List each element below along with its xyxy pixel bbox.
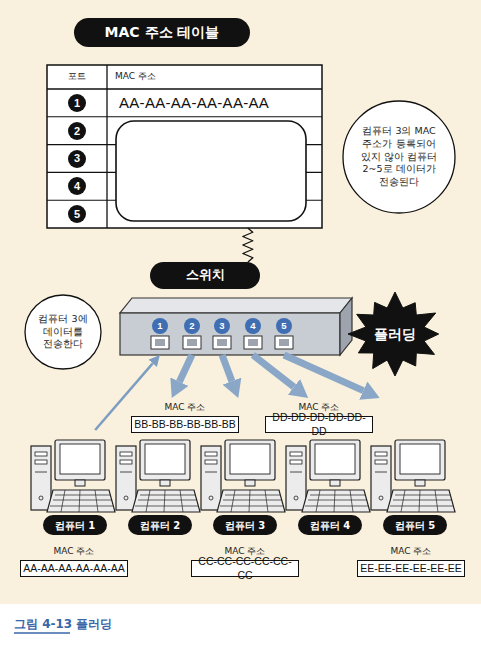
burst-label: 플러딩 bbox=[348, 292, 442, 376]
callout-bubble: 컴퓨터 3에 데이터를 전송한다 bbox=[24, 294, 102, 370]
computer-label: 컴퓨터 2 bbox=[128, 515, 192, 535]
mac-address: CC-CC-CC-CC-CC-CC bbox=[191, 560, 299, 577]
bubble-shape bbox=[25, 295, 101, 369]
mac-heading: MAC 주소 bbox=[357, 546, 465, 558]
connector bbox=[284, 355, 363, 391]
mac-address: DD-DD-DD-DD-DD-DD bbox=[265, 416, 373, 433]
switch-node: 12345 bbox=[120, 298, 352, 355]
computer-label: 컴퓨터 3 bbox=[213, 515, 277, 535]
computer-label: 컴퓨터 5 bbox=[383, 515, 447, 535]
port-number: 2 bbox=[68, 122, 86, 140]
port-number: 2 bbox=[184, 318, 200, 334]
switch-pill: 스위치 bbox=[150, 262, 260, 289]
callout-text: 컴퓨터 3의 MAC 주소가 등록되어 있지 않아 컴퓨터 2~5로 데이터가 … bbox=[359, 110, 439, 204]
port-number: 1 bbox=[152, 318, 168, 334]
computer-node: 컴퓨터 4 bbox=[288, 398, 372, 535]
switch-label: 스위치 bbox=[150, 262, 260, 289]
computer-illustration bbox=[116, 440, 200, 512]
computer-label: 컴퓨터 1 bbox=[43, 515, 107, 535]
mac-table-grid bbox=[47, 65, 322, 228]
mac-table: 포트 MAC 주소 1 2 3 4 5 AA-AA-AA-AA-AA-AA bbox=[47, 65, 322, 228]
table-header: 포트 bbox=[47, 65, 107, 89]
port-number: 3 bbox=[68, 150, 86, 168]
callout-text: 컴퓨터 3에 데이터를 전송한다 bbox=[34, 302, 92, 362]
computer-illustration bbox=[31, 440, 115, 512]
mac-heading: MAC 주소 bbox=[131, 402, 239, 414]
mac-heading: MAC 주소 bbox=[191, 546, 299, 558]
computer-illustration bbox=[286, 440, 370, 512]
port-number: 1 bbox=[68, 94, 86, 112]
mac-address-box: MAC 주소 DD-DD-DD-DD-DD-DD bbox=[265, 402, 373, 434]
computer-illustration bbox=[371, 440, 455, 512]
connector bbox=[243, 228, 253, 262]
mac-address-box: MAC 주소 CC-CC-CC-CC-CC-CC bbox=[191, 546, 299, 578]
mac-heading: MAC 주소 bbox=[20, 546, 128, 558]
port-number: 3 bbox=[214, 318, 230, 334]
table-cell: AA-AA-AA-AA-AA-AA bbox=[119, 89, 319, 117]
title-pill: MAC 주소 테이블 bbox=[74, 18, 250, 47]
computer-node: 컴퓨터 2 bbox=[118, 398, 202, 535]
connector bbox=[95, 363, 153, 430]
switch-body bbox=[120, 298, 352, 355]
table-header: MAC 주소 bbox=[115, 65, 235, 89]
port-number: 4 bbox=[68, 177, 86, 195]
computer-node: 컴퓨터 1 bbox=[33, 430, 117, 535]
connector bbox=[222, 355, 232, 381]
mac-heading: MAC 주소 bbox=[265, 402, 373, 414]
mac-address: EE-EE-EE-EE-EE-EE bbox=[357, 560, 465, 577]
callout-bubble: 컴퓨터 3의 MAC 주소가 등록되어 있지 않아 컴퓨터 2~5로 데이터가 … bbox=[342, 100, 456, 214]
background-panel bbox=[0, 0, 481, 604]
connector bbox=[253, 355, 294, 387]
caption-underline bbox=[14, 632, 70, 634]
mac-address-box: MAC 주소 AA-AA-AA-AA-AA-AA bbox=[20, 546, 128, 578]
mac-address-box: MAC 주소 BB-BB-BB-BB-BB-BB bbox=[131, 402, 239, 434]
computer-illustration bbox=[201, 440, 285, 512]
computer-node: 컴퓨터 5 bbox=[373, 398, 457, 535]
figure-caption: 그림 4-13 플러딩 bbox=[14, 616, 112, 633]
flooding-burst: 플러딩 bbox=[348, 292, 442, 376]
mac-address-box: MAC 주소 EE-EE-EE-EE-EE-EE bbox=[357, 546, 465, 578]
port-number: 5 bbox=[276, 318, 292, 334]
computer-node: 컴퓨터 3 bbox=[203, 398, 287, 535]
computer-label: 컴퓨터 4 bbox=[298, 515, 362, 535]
port-number: 5 bbox=[68, 205, 86, 223]
empty-entry-outline bbox=[116, 121, 306, 221]
diagram-title: MAC 주소 테이블 bbox=[105, 24, 220, 42]
mac-address: BB-BB-BB-BB-BB-BB bbox=[131, 416, 239, 433]
mac-address: AA-AA-AA-AA-AA-AA bbox=[20, 560, 128, 577]
port-number: 4 bbox=[245, 318, 261, 334]
connector bbox=[179, 355, 192, 382]
bubble-shape bbox=[343, 101, 455, 213]
